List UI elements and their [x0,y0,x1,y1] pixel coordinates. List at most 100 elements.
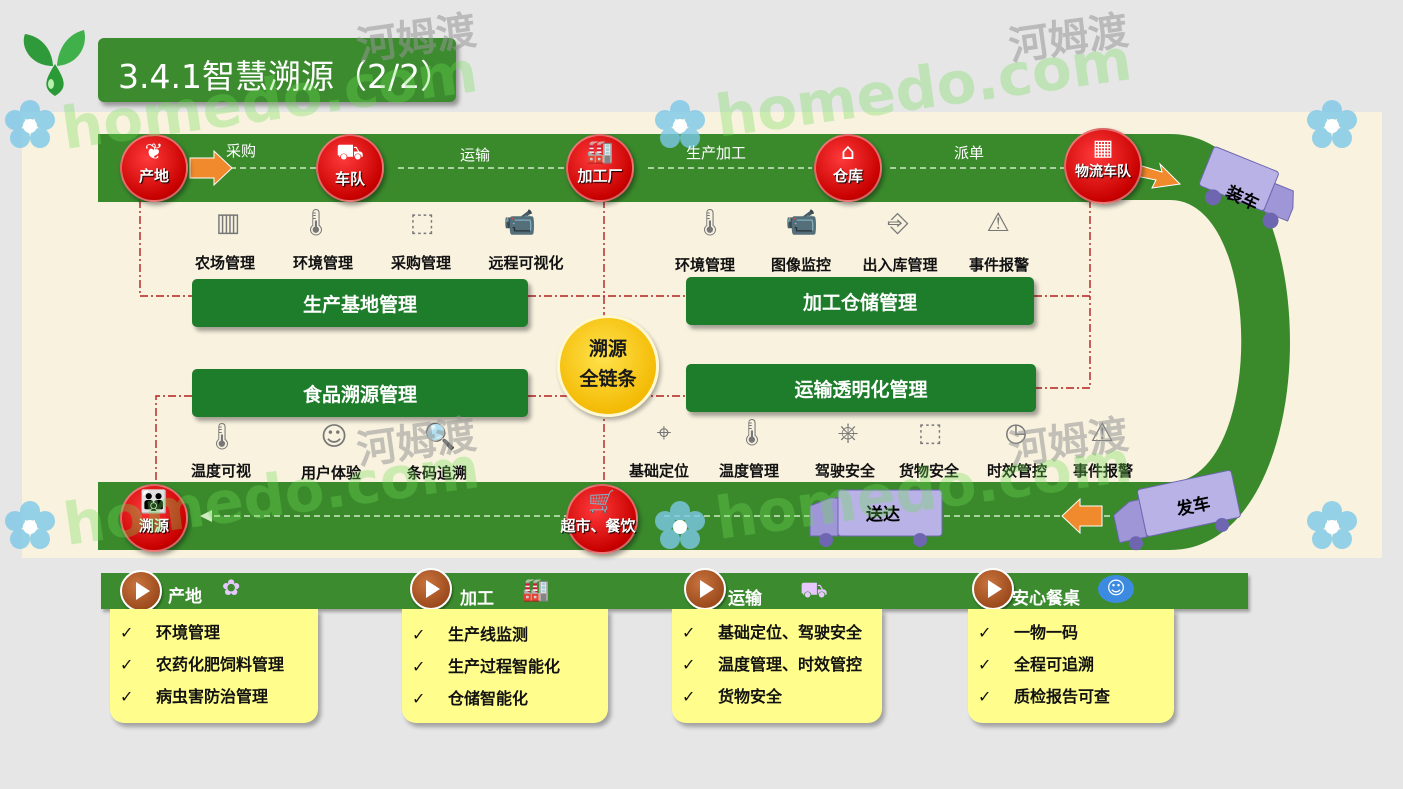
smiley-icon: ☺ [1098,575,1134,603]
module-processing-storage[interactable]: 加工仓储管理 [686,277,1034,325]
feature-label: 环境管理 [674,256,735,274]
category-bar [101,573,1248,609]
node-trace[interactable]: 👪 溯源 [120,484,188,552]
door-icon: ⎆ [887,208,909,238]
node-retail[interactable]: 🛒 超市、餐饮 [560,484,638,554]
truck-label-delivered: 送达 [866,505,900,525]
edge-label-transport: 运输 [460,146,491,164]
feature-label: 事件报警 [1072,462,1133,480]
thermometer-icon: 🌡 [735,418,769,448]
node-label: 仓库 [832,167,863,185]
leaf-logo [20,26,90,98]
center-line2: 全链条 [579,368,637,390]
node-fleet[interactable]: ⛟ 车队 [316,134,384,202]
thermometer-icon: 🌡 [205,422,239,452]
truck-icon: ⛟ [336,140,364,165]
node-label: 溯源 [138,517,169,535]
module-title: 运输透明化管理 [794,378,928,401]
node-label: 超市、餐饮 [560,517,636,535]
node-label: 物流车队 [1075,164,1131,180]
list-item: ✓生产过程智能化 [412,657,561,676]
edge-label-processing: 生产加工 [686,144,747,162]
category-card-table: ✓一物一码 ✓全程可追溯 ✓质检报告可查 [968,609,1174,723]
play-icon[interactable] [120,570,162,612]
watermark-flower-icon [655,501,705,549]
node-warehouse[interactable]: ⌂ 仓库 [814,134,882,202]
feature-label: 农场管理 [194,254,255,272]
category-card-processing: ✓生产线监测 ✓生产过程智能化 ✓仓储智能化 [402,609,608,723]
node-factory[interactable]: 🏭 加工厂 [566,134,634,202]
warehouse-icon: ⌂ [841,140,855,165]
sprout-icon: ❦ [144,140,164,165]
node-label: 车队 [334,170,365,188]
category-card-transport: ✓基础定位、驾驶安全 ✓温度管理、时效管控 ✓货物安全 [672,609,882,723]
list-item: ✓生产线监测 [412,625,529,644]
arrow-top-1 [189,149,233,187]
feature-label: 采购管理 [390,254,451,272]
clock-icon: ◷ [1004,418,1028,448]
page-title: 3.4.1智慧溯源（2/2） [118,57,454,96]
feature-label: 远程可视化 [488,254,564,272]
camera-icon: 📹 [503,208,537,238]
trace-chain-center: 溯源 全链条 [557,315,659,417]
warning-icon: ⚠ [1090,418,1114,448]
feature-label: 温度管理 [718,462,779,480]
feature-label: 环境管理 [292,254,353,272]
people-icon: 👪 [140,490,168,515]
cart-icon: 🛒 [588,490,616,515]
feature-label: 条码追溯 [406,464,467,482]
watermark-flower-icon [5,100,55,148]
module-food-trace[interactable]: 食品溯源管理 [192,369,528,417]
category-card-origin: ✓环境管理 ✓农药化肥饲料管理 ✓病虫害防治管理 [110,609,318,723]
feature-label: 基础定位 [628,462,689,480]
feature-label: 货物安全 [898,462,959,480]
category-name: 产地 [168,587,202,607]
loop-band-outer [1090,134,1290,550]
play-icon[interactable] [684,568,726,610]
module-production-base[interactable]: 生产基地管理 [192,279,528,327]
node-origin[interactable]: ❦ 产地 [120,134,188,202]
feature-label: 事件报警 [968,256,1029,274]
truck-icon [809,489,943,547]
module-title: 生产基地管理 [302,293,417,316]
watermark-flower-icon [1307,501,1357,549]
node-logistics[interactable]: ▦ 物流车队 [1064,128,1142,204]
steering-wheel-icon: ⎈ [837,418,859,448]
list-item: ✓病虫害防治管理 [120,687,269,706]
box-icon: ⬚ [917,418,943,448]
building-icon: ▦ [1092,136,1114,161]
play-icon[interactable] [410,568,452,610]
plant-icon: ✿ [222,576,241,601]
arrow-bottom [1061,497,1103,535]
feature-label: 温度可视 [190,462,251,480]
module-title: 食品溯源管理 [302,383,417,406]
feature-label: 出入库管理 [862,256,938,274]
module-transport[interactable]: 运输透明化管理 [686,364,1036,412]
node-label: 加工厂 [577,167,623,185]
list-item: ✓温度管理、时效管控 [682,655,863,674]
smiley-icon: ☺ [320,422,348,452]
truck-icon [1199,146,1294,229]
feature-label: 用户体验 [300,464,361,482]
list-item: ✓货物安全 [682,687,783,706]
title-box [98,38,456,102]
center-line1: 溯源 [588,338,627,360]
camera-icon: 📹 [785,208,819,238]
factory-icon: 🏭 [586,140,614,165]
farm-icon: ▥ [215,208,241,238]
list-item: ✓基础定位、驾驶安全 [682,623,863,642]
node-label: 产地 [138,167,169,185]
truck-icon: ⛟ [800,578,828,603]
thermometer-icon: 🌡 [299,208,333,238]
watermark-flower-icon [1307,100,1357,148]
list-item: ✓环境管理 [120,623,221,642]
location-icon: ⌖ [656,418,672,448]
category-name: 加工 [460,589,494,609]
module-title: 加工仓储管理 [802,291,917,314]
watermark-flower-icon [655,100,705,148]
edge-label-purchase: 采购 [226,142,257,160]
feature-label: 图像监控 [770,256,831,274]
play-icon[interactable] [972,568,1014,610]
factory-icon: 🏭 [522,578,550,603]
category-name: 安心餐桌 [1012,589,1080,609]
